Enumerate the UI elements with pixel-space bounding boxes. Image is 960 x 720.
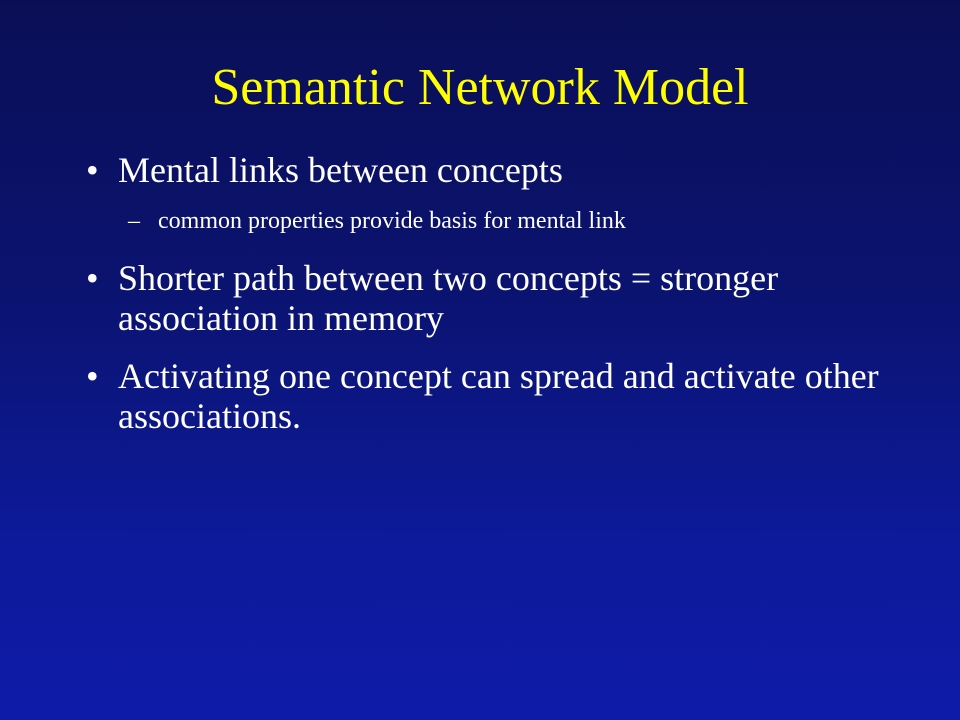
bullet-text: Shorter path between two concepts = stro… bbox=[118, 258, 779, 338]
bullet-item: • Shorter path between two concepts = st… bbox=[86, 258, 926, 338]
bullet-text: Activating one concept can spread and ac… bbox=[118, 356, 879, 436]
slide-title: Semantic Network Model bbox=[211, 59, 749, 116]
bullet-marker: • bbox=[86, 150, 99, 190]
bullet-item: • Mental links between concepts bbox=[86, 150, 926, 190]
bullet-marker: • bbox=[86, 356, 99, 396]
bullet-list: • Mental links between concepts – common… bbox=[86, 150, 926, 454]
bullet-text: Mental links between concepts bbox=[118, 150, 563, 190]
sub-bullet-text: common properties provide basis for ment… bbox=[158, 208, 626, 234]
sub-bullet-marker: – bbox=[128, 208, 140, 234]
bullet-item: • Activating one concept can spread and … bbox=[86, 356, 926, 436]
sub-bullet-item: – common properties provide basis for me… bbox=[86, 206, 926, 236]
bullet-marker: • bbox=[86, 258, 99, 298]
